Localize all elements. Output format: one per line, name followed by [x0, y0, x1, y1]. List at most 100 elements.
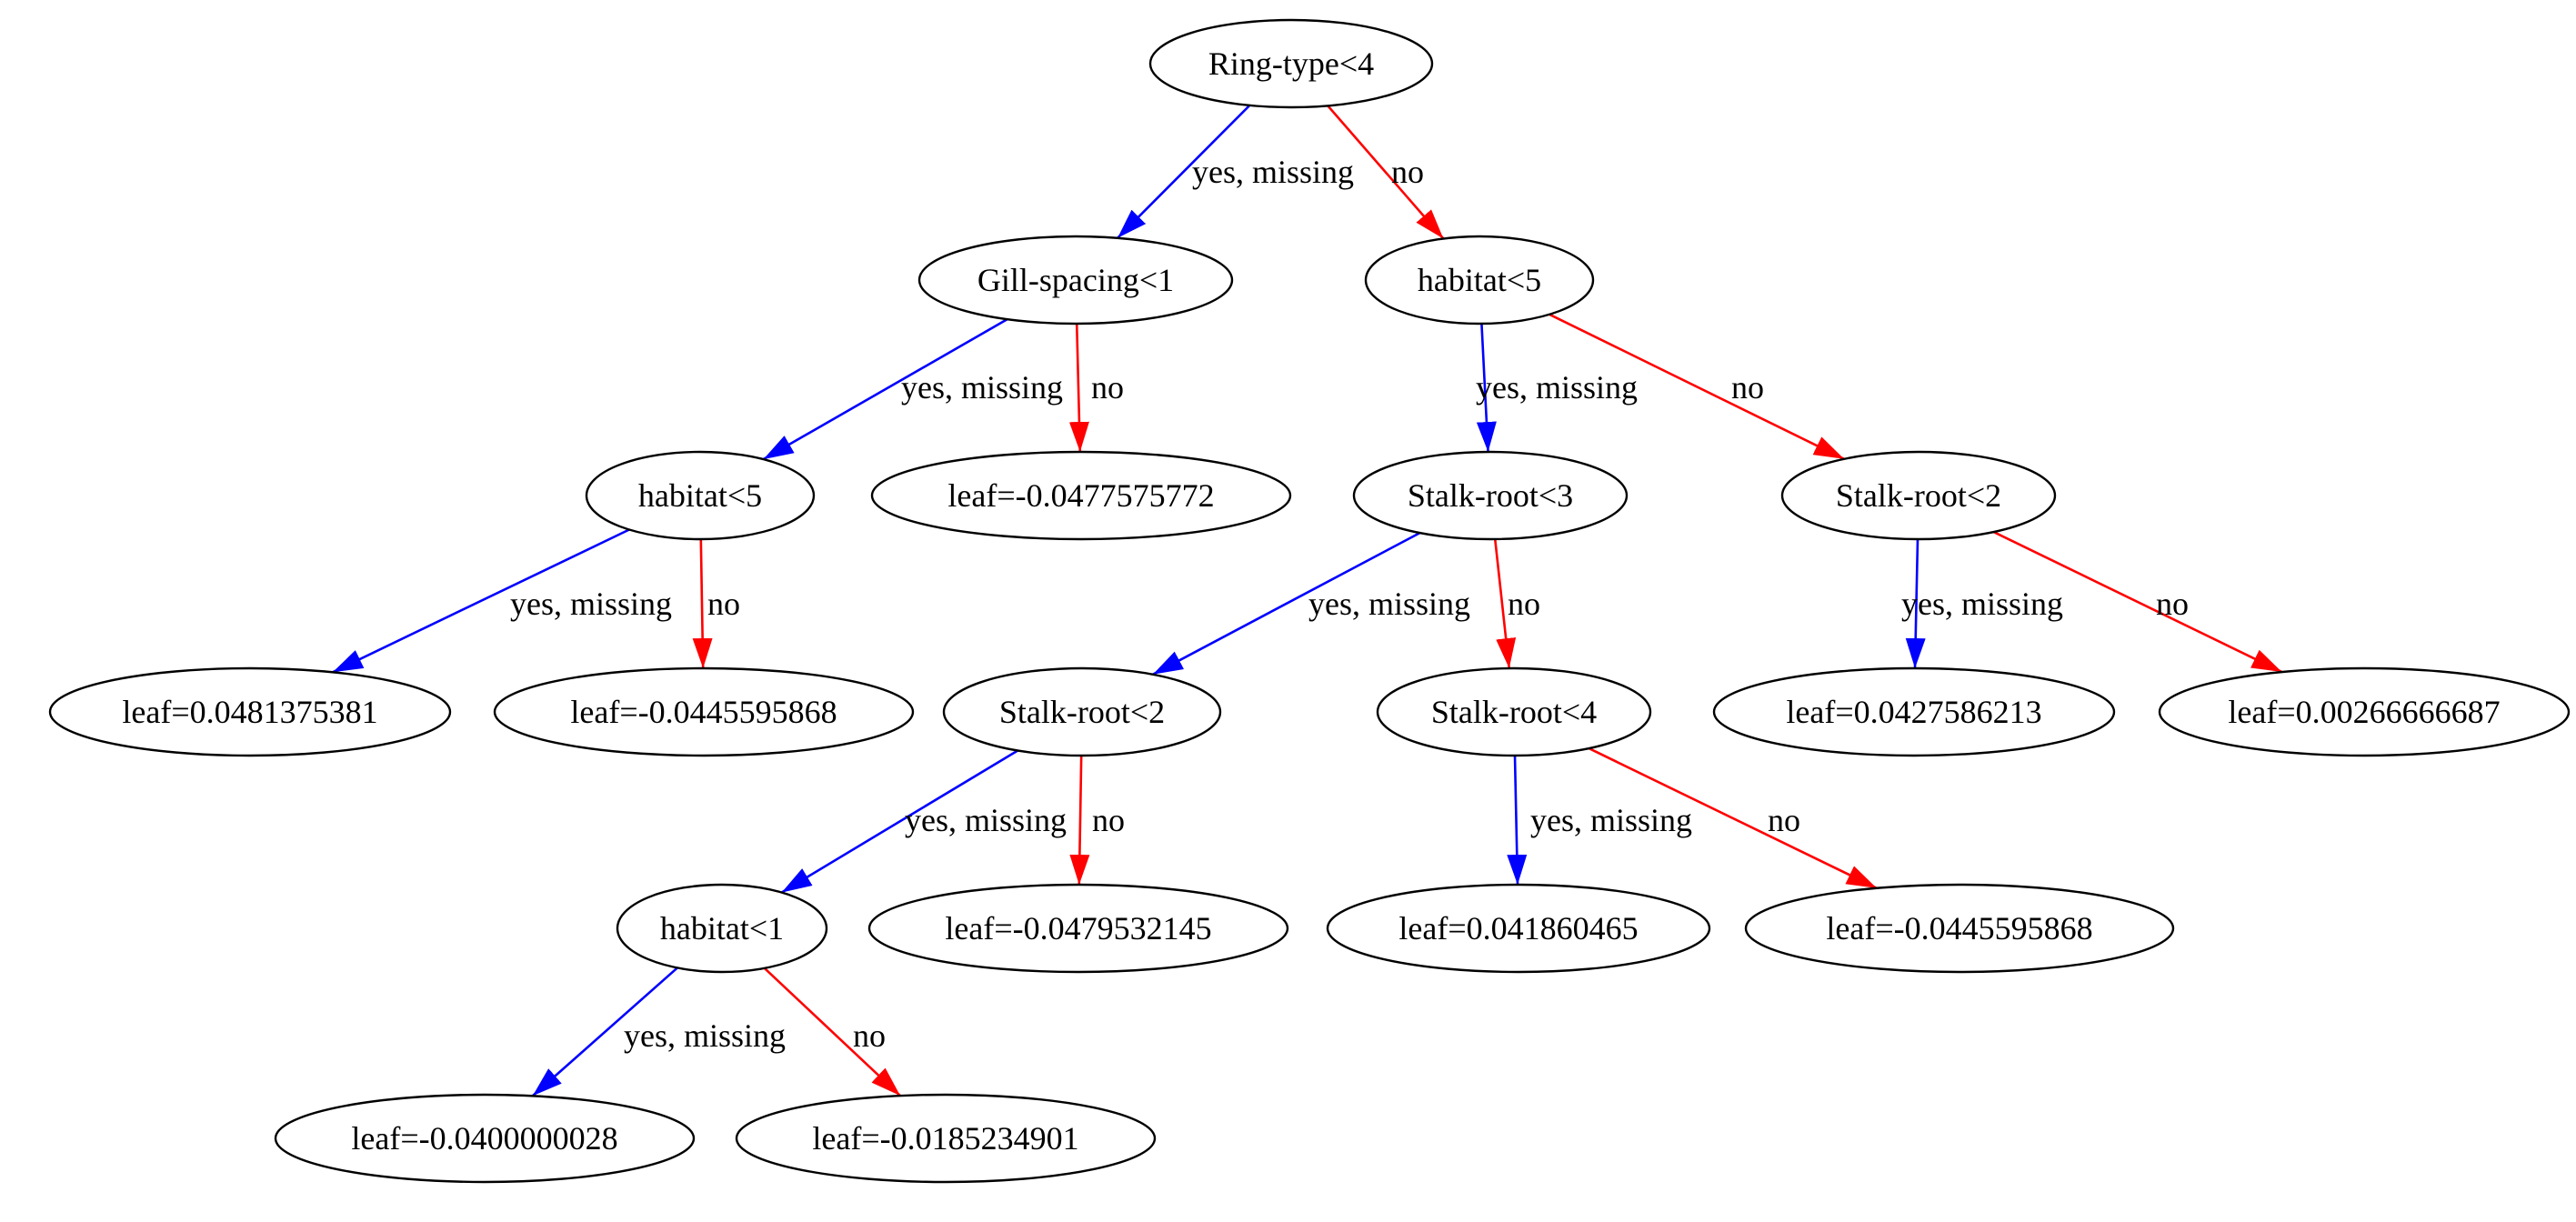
no-branch-arrow — [1588, 746, 1878, 889]
edge-label-no: no — [1768, 802, 1800, 838]
node-label: leaf=0.0427586213 — [1786, 694, 2041, 730]
leaf-node-n12: leaf=0.00266666687 — [2158, 666, 2571, 757]
edge-n6-n12-no: no — [1992, 530, 2283, 674]
node-ellipse — [1364, 235, 1595, 326]
edge-n0-n2-no: no — [1327, 105, 1445, 240]
node-ellipse — [1376, 666, 1652, 757]
edge-label-yes: yes, missing — [905, 802, 1067, 838]
edge-n13-n18-no: no — [763, 967, 901, 1097]
edge-label-no: no — [1091, 369, 1124, 406]
node-label: habitat<5 — [1418, 262, 1541, 298]
node-ellipse — [616, 883, 828, 974]
edge-label-yes: yes, missing — [1308, 586, 1470, 622]
no-branch-arrow — [1068, 323, 1089, 453]
leaf-node-n16: leaf=-0.0445595868 — [1744, 883, 2175, 974]
node-ellipse — [1352, 450, 1629, 541]
split-node-n0: Ring-type<4 — [1148, 18, 1434, 109]
node-ellipse — [867, 883, 1289, 974]
yes-branch-arrow — [1905, 538, 1926, 669]
split-node-n1: Gill-spacing<1 — [917, 235, 1234, 326]
split-node-n3: habitat<5 — [585, 450, 816, 541]
no-branch-arrow — [692, 538, 713, 669]
edge-label-no: no — [1508, 586, 1540, 622]
edge-n10-n15-yes: yes, missing — [1507, 755, 1692, 886]
edge-n9-n13-yes: yes, missing — [780, 749, 1067, 894]
node-ellipse — [735, 1093, 1157, 1184]
edge-n2-n5-yes: yes, missing — [1476, 323, 1638, 453]
node-label: leaf=0.041860465 — [1398, 910, 1638, 947]
leaf-node-n7: leaf=0.0481375381 — [48, 666, 452, 757]
yes-branch-arrow — [1152, 531, 1421, 676]
node-label: habitat<1 — [660, 910, 784, 947]
edge-n9-n14-no: no — [1069, 755, 1125, 886]
yes-branch-arrow — [1507, 755, 1528, 886]
split-node-n5: Stalk-root<3 — [1352, 450, 1629, 541]
node-label: leaf=-0.0400000028 — [351, 1120, 617, 1157]
yes-branch-arrow — [780, 749, 1018, 894]
edge-n5-n10-no: no — [1493, 538, 1540, 669]
edge-label-no: no — [1092, 802, 1125, 838]
yes-branch-arrow — [332, 528, 630, 674]
leaf-node-n14: leaf=-0.0479532145 — [867, 883, 1289, 974]
edge-n1-n4-no: no — [1068, 323, 1124, 453]
no-branch-arrow — [1549, 313, 1845, 460]
edge-n3-n7-yes: yes, missing — [332, 528, 672, 674]
node-label: leaf=0.0481375381 — [122, 694, 377, 730]
node-ellipse — [1780, 450, 2057, 541]
edge-label-yes: yes, missing — [1530, 802, 1692, 838]
edge-label-no: no — [1391, 154, 1424, 190]
node-label: Stalk-root<4 — [1431, 694, 1597, 730]
node-label: leaf=-0.0445595868 — [570, 694, 837, 730]
node-ellipse — [917, 235, 1234, 326]
node-label: leaf=-0.0479532145 — [945, 910, 1211, 947]
leaf-node-n8: leaf=-0.0445595868 — [493, 666, 915, 757]
node-label: leaf=-0.0445595868 — [1826, 910, 2092, 947]
node-ellipse — [585, 450, 816, 541]
node-label: Ring-type<4 — [1208, 45, 1374, 82]
leaf-node-n15: leaf=0.041860465 — [1326, 883, 1711, 974]
no-branch-arrow — [1327, 105, 1445, 240]
node-ellipse — [2158, 666, 2571, 757]
edge-label-yes: yes, missing — [510, 586, 672, 622]
edge-n6-n11-yes: yes, missing — [1901, 538, 2063, 669]
edge-label-no: no — [707, 586, 740, 622]
edge-label-no: no — [1731, 369, 1764, 406]
split-node-n9: Stalk-root<2 — [942, 666, 1222, 757]
leaf-node-n18: leaf=-0.0185234901 — [735, 1093, 1157, 1184]
node-ellipse — [1326, 883, 1711, 974]
yes-branch-arrow — [762, 318, 1008, 461]
split-node-n2: habitat<5 — [1364, 235, 1595, 326]
edge-n3-n8-no: no — [692, 538, 740, 669]
node-label: leaf=-0.0185234901 — [812, 1120, 1078, 1157]
edge-label-no: no — [853, 1017, 886, 1054]
node-label: Stalk-root<3 — [1408, 477, 1573, 514]
edge-label-yes: yes, missing — [1476, 369, 1638, 406]
node-label: leaf=-0.0477575772 — [947, 477, 1214, 514]
edge-n0-n1-yes: yes, missing — [1117, 104, 1354, 239]
node-ellipse — [48, 666, 452, 757]
edge-label-yes: yes, missing — [901, 369, 1063, 406]
split-node-n6: Stalk-root<2 — [1780, 450, 2057, 541]
node-ellipse — [942, 666, 1222, 757]
node-ellipse — [870, 450, 1292, 541]
edge-n10-n16-no: no — [1588, 746, 1878, 889]
split-node-n13: habitat<1 — [616, 883, 828, 974]
leaf-node-n17: leaf=-0.0400000028 — [274, 1093, 696, 1184]
edge-label-yes: yes, missing — [1192, 154, 1354, 190]
node-ellipse — [493, 666, 915, 757]
leaf-node-n11: leaf=0.0427586213 — [1712, 666, 2116, 757]
edge-label-yes: yes, missing — [1901, 586, 2063, 622]
leaf-node-n4: leaf=-0.0477575772 — [870, 450, 1292, 541]
node-ellipse — [274, 1093, 696, 1184]
node-ellipse — [1744, 883, 2175, 974]
node-ellipse — [1712, 666, 2116, 757]
node-label: Gill-spacing<1 — [977, 262, 1174, 298]
node-label: habitat<5 — [638, 477, 762, 514]
no-branch-arrow — [763, 967, 901, 1097]
yes-branch-arrow — [1476, 323, 1497, 453]
node-label: leaf=0.00266666687 — [2228, 694, 2500, 730]
edge-n5-n9-yes: yes, missing — [1152, 531, 1470, 676]
node-ellipse — [1148, 18, 1434, 109]
no-branch-arrow — [1493, 538, 1517, 669]
